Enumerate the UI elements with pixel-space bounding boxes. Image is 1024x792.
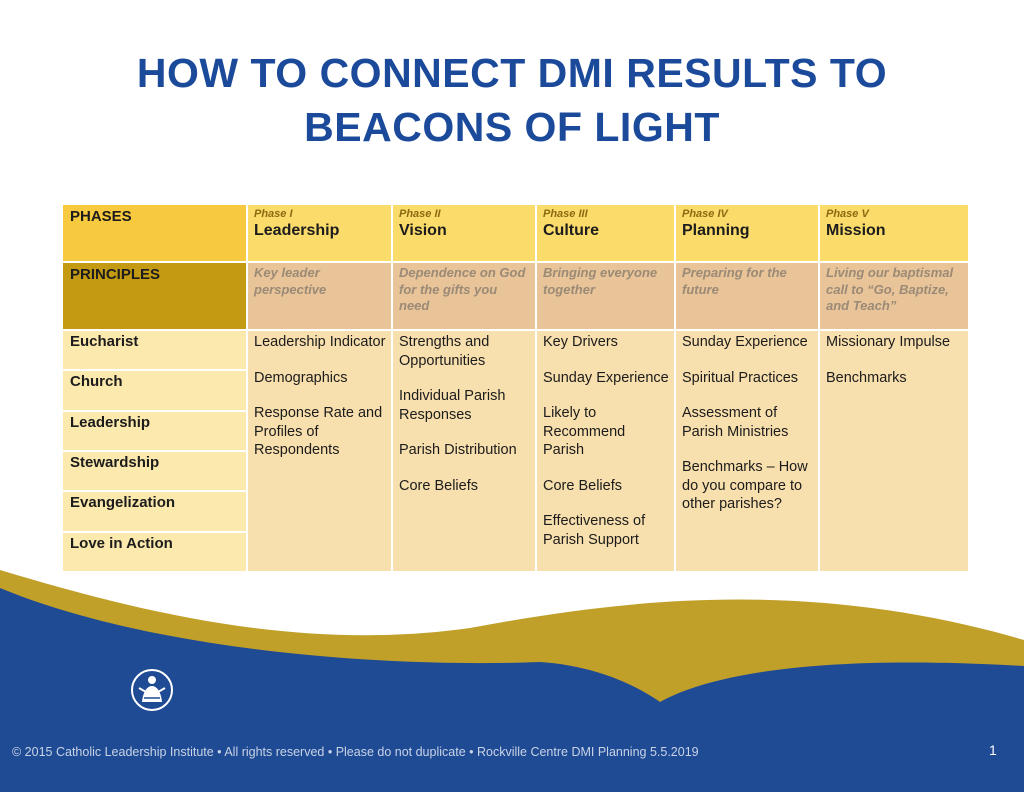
principle-text: Preparing for the future bbox=[682, 265, 787, 297]
principles-label: PRINCIPLES bbox=[70, 266, 161, 283]
page-number: 1 bbox=[989, 742, 997, 758]
title-line-1: HOW TO CONNECT DMI RESULTS TO bbox=[136, 50, 888, 96]
result-item: Sunday Experience bbox=[543, 369, 669, 386]
results-cell-mission: Missionary Impulse Benchmarks bbox=[820, 331, 968, 571]
phase-name: Planning bbox=[682, 222, 750, 239]
phases-label: PHASES bbox=[70, 208, 132, 225]
phase-number: Phase IV bbox=[682, 208, 728, 220]
wave-blue-band bbox=[0, 588, 1024, 792]
elements-list: Eucharist Church Leadership Stewardship … bbox=[63, 331, 246, 571]
phase-name: Mission bbox=[826, 222, 886, 239]
result-item: Likely to Recommend Parish bbox=[543, 405, 626, 458]
principle-cell: Bringing everyone together bbox=[537, 263, 674, 329]
principle-cell: Living our baptismal call to “Go, Baptiz… bbox=[820, 263, 968, 329]
institute-logo bbox=[86, 668, 226, 738]
result-item: Strengths and Opportunities bbox=[399, 334, 490, 369]
result-item: Benchmarks bbox=[826, 369, 907, 386]
result-item: Missionary Impulse bbox=[826, 334, 951, 350]
element-eucharist: Eucharist bbox=[63, 331, 246, 370]
element-leadership: Leadership bbox=[63, 411, 246, 450]
result-item: Spiritual Practices bbox=[682, 369, 799, 386]
phase-number: Phase II bbox=[399, 208, 441, 220]
results-list: Sunday Experience Spiritual Practices As… bbox=[682, 333, 814, 531]
footer-wave bbox=[0, 570, 1024, 792]
results-cell-vision: Strengths and Opportunities Individual P… bbox=[393, 331, 535, 571]
result-item: Leadership Indicator bbox=[254, 334, 386, 350]
result-item: Response Rate and Profiles of Respondent… bbox=[254, 405, 383, 458]
phase-number: Phase I bbox=[254, 208, 293, 220]
principle-text: Key leader perspective bbox=[254, 265, 327, 297]
principle-cell: Preparing for the future bbox=[676, 263, 818, 329]
element-evangelization: Evangelization bbox=[63, 492, 246, 531]
element-stewardship: Stewardship bbox=[63, 451, 246, 491]
phases-table: PHASES Phase I Leadership Phase II Visio… bbox=[63, 205, 968, 571]
result-item: Benchmarks – How do you compare to other… bbox=[682, 459, 808, 512]
result-item: Effectiveness of Parish Support bbox=[543, 513, 646, 548]
result-item: Demographics bbox=[254, 369, 348, 386]
results-list: Strengths and Opportunities Individual P… bbox=[399, 333, 531, 512]
phase-name: Vision bbox=[399, 222, 447, 239]
slide-title: HOW TO CONNECT DMI RESULTS TO BEACONS OF… bbox=[0, 46, 1024, 154]
phase-header-leadership: Phase I Leadership bbox=[248, 205, 391, 261]
result-item: Core Beliefs bbox=[543, 477, 622, 494]
catholic-leadership-institute-emblem-icon bbox=[131, 669, 173, 711]
elements-column: Eucharist Church Leadership Stewardship … bbox=[63, 331, 246, 571]
result-item: Assessment of Parish Ministries bbox=[682, 405, 789, 440]
phase-header-vision: Phase II Vision bbox=[393, 205, 535, 261]
phases-header-cell: PHASES bbox=[63, 205, 246, 261]
phase-name: Leadership bbox=[254, 222, 340, 239]
phase-number: Phase V bbox=[826, 208, 869, 220]
principles-header-cell: PRINCIPLES bbox=[63, 263, 246, 329]
element-love-in-action: Love in Action bbox=[63, 532, 246, 571]
principle-cell: Key leader perspective bbox=[248, 263, 391, 329]
element-church: Church bbox=[63, 371, 246, 410]
phase-name: Culture bbox=[543, 222, 599, 239]
results-list: Key Drivers Sunday Experience Likely to … bbox=[543, 333, 670, 566]
principle-text: Bringing everyone together bbox=[543, 265, 658, 297]
phase-header-planning: Phase IV Planning bbox=[676, 205, 818, 261]
principle-text: Dependence on God for the gifts you need bbox=[399, 265, 526, 313]
results-list: Missionary Impulse Benchmarks bbox=[826, 333, 964, 404]
results-list: Leadership Indicator Demographics Respon… bbox=[254, 333, 387, 477]
results-cell-culture: Key Drivers Sunday Experience Likely to … bbox=[537, 331, 674, 571]
phase-header-culture: Phase III Culture bbox=[537, 205, 674, 261]
results-cell-leadership: Leadership Indicator Demographics Respon… bbox=[248, 331, 391, 571]
principle-text: Living our baptismal call to “Go, Baptiz… bbox=[826, 265, 954, 313]
title-line-2: BEACONS OF LIGHT bbox=[304, 104, 720, 150]
results-cell-planning: Sunday Experience Spiritual Practices As… bbox=[676, 331, 818, 571]
phase-number: Phase III bbox=[543, 208, 588, 220]
phase-header-mission: Phase V Mission bbox=[820, 205, 968, 261]
footer-copyright: © 2015 Catholic Leadership Institute • A… bbox=[12, 745, 699, 759]
result-item: Key Drivers bbox=[543, 334, 618, 350]
result-item: Sunday Experience bbox=[682, 334, 808, 350]
principle-cell: Dependence on God for the gifts you need bbox=[393, 263, 535, 329]
result-item: Individual Parish Responses bbox=[399, 388, 506, 423]
result-item: Parish Distribution bbox=[399, 442, 517, 458]
result-item: Core Beliefs bbox=[399, 477, 478, 494]
